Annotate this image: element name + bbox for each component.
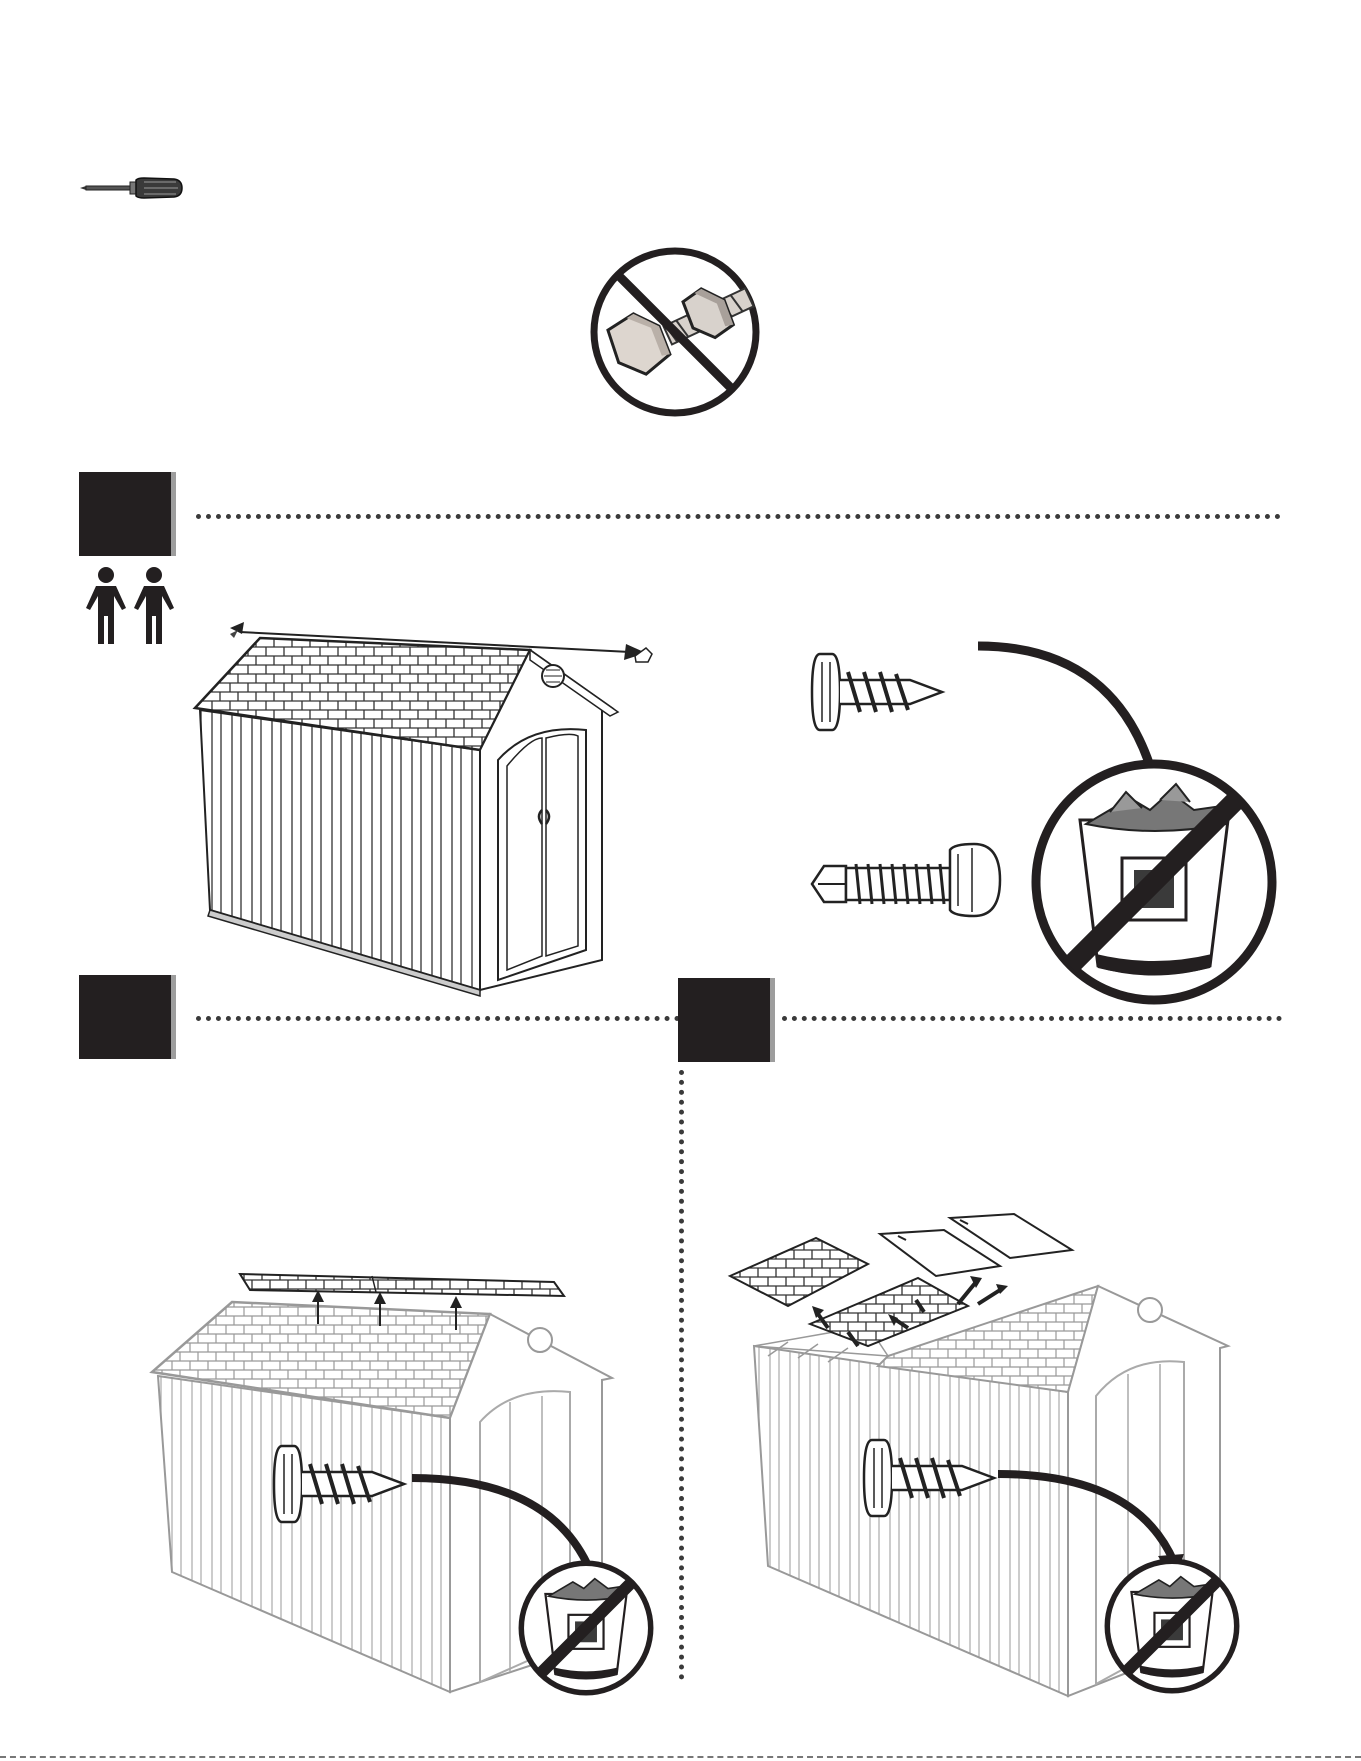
screw-icon [862,1436,997,1521]
self-drilling-screw-icon [808,840,1003,920]
discard-bin-icon [1030,758,1278,1006]
discard-bin-icon [518,1560,654,1696]
step-3-divider [782,1016,1282,1021]
screwdriver-icon [78,176,183,200]
two-people-icon [80,566,180,644]
screw-icon [810,650,945,735]
step-column-divider [679,1070,684,1680]
step-1-divider [196,514,1281,519]
page-bottom-rule [0,1756,1361,1758]
step-1-box [79,472,171,556]
step-3-box [678,978,770,1062]
discard-bin-icon [1104,1558,1240,1694]
step-2-box [79,975,171,1059]
step-2-divider [196,1016,680,1021]
screw-icon [272,1442,407,1527]
shed-ridge-cap-removal [190,620,670,990]
no-bolt-nut-icon [589,246,761,418]
